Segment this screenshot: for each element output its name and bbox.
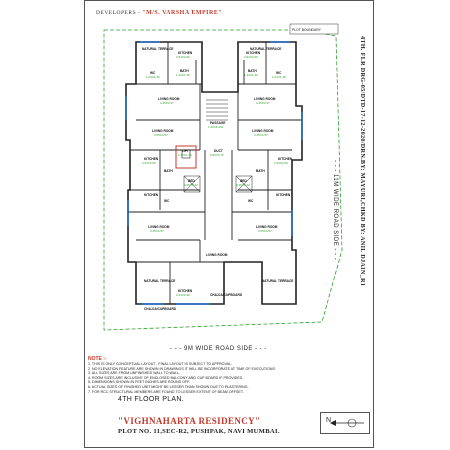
terrace-label-tr: NATURAL TERRACE: [250, 47, 281, 51]
passage-dim: 1.20X6.203: [208, 125, 224, 129]
living2-dim-tr: 3.25X4.57: [254, 133, 268, 137]
note-item: 4. ROOM SIZES ARE INCLUSIVE OF ENCLOSED …: [88, 375, 244, 380]
lift-label: LIFT: [182, 149, 189, 153]
wc-dim-tr: 1.04X1.30: [272, 75, 286, 79]
wc-label-tr: WC: [276, 71, 282, 75]
internal-walls: [128, 42, 302, 304]
notes-title: NOTE :-: [88, 356, 107, 362]
lift: [175, 145, 197, 169]
side-road-label: - - - 11M WIDE ROAD SIDE - - -: [332, 160, 338, 261]
lift-dim: 1.60X1.30: [178, 153, 192, 157]
note-item: 7. FOR RCC STRUCTURAL MEMBERS ARE FOUND …: [88, 389, 244, 394]
bed-dim-ml: 3.05X3.22: [184, 183, 198, 187]
notes-block: NOTE :- 1. THIS IS ONLY CONCEPTUAL LAYOU…: [88, 356, 352, 394]
floor-plan-label: 4TH FLOOR PLAN.: [118, 396, 184, 403]
chajja-label-bl: CHAJJA/CUPBOARD: [144, 307, 177, 311]
front-road-label: - - - 9M WIDE ROAD SIDE - - -: [170, 346, 267, 352]
living-dim-tr: 3.25X4.57: [256, 101, 270, 105]
note-item: 5. DIMENSIONS SHOWN IN FEET INCHES ARE R…: [88, 380, 190, 385]
living-label-bc: LIVING ROOM: [206, 253, 228, 257]
terrace-label-br: NATURAL TERRACE: [262, 279, 293, 283]
bath-label-tr: BATH: [248, 69, 257, 73]
developers-label: DEVELOPERS -: [96, 10, 141, 16]
north-arrow-box: [320, 412, 370, 434]
kitchen-label-bc: KITCHEN: [178, 289, 193, 293]
living2-dim-tl: 3.25X4.57: [154, 133, 168, 137]
staircase: [206, 99, 228, 121]
duct: [181, 149, 191, 159]
bath-label-tl: BATH: [180, 69, 189, 73]
developer-line: DEVELOPERS - "M/S. VARSHA EMPIRE": [96, 10, 222, 16]
plot-boundary-tag: [289, 23, 339, 35]
living-dim-tl: 3.25X4.57: [160, 101, 174, 105]
kitchen-label-mr2: KITCHEN: [276, 193, 291, 197]
terrace-label-tl: NATURAL TERRACE: [142, 47, 173, 51]
windows: [125, 41, 303, 305]
plot-boundary: [103, 29, 343, 331]
developer-name: "M/S. VARSHA EMPIRE": [142, 10, 223, 16]
bath-dim-tl: 1.24X1.30: [176, 73, 190, 77]
north-label: N: [326, 417, 332, 424]
drawing-reference: 4TH. FLR DRG-05/DTD-17-12-2020/DRN.BY: M…: [359, 36, 366, 287]
note-item: 1. THIS IS ONLY CONCEPTUAL LAYOUT , FINA…: [88, 362, 232, 366]
living-label-tl: LIVING ROOM: [158, 97, 180, 101]
ots-boxes: [183, 175, 253, 193]
wc-dim-tl: 1.04X1.30: [146, 75, 160, 79]
wc-label-ml: WC: [164, 199, 170, 203]
kitchen-dim-mr: 2.54X2.90: [274, 161, 288, 165]
living-label-tr: LIVING ROOM: [254, 97, 276, 101]
passage-label: PASSAGE: [210, 121, 225, 125]
living-label-br: LIVING ROOM: [256, 225, 278, 229]
kitchen-dim-tr: 2.54X2.90: [244, 55, 258, 59]
bed-dim-mr: 3.05X3.22: [236, 183, 250, 187]
living-dim-br: 3.25X4.57: [258, 229, 272, 233]
bath-dim-tr: 1.24X1.30: [244, 73, 258, 77]
note-item: 2. NO ELEVATION FEATURE ARE SHOWN IN DRA…: [88, 366, 276, 371]
kitchen-dim-bc: 2.54X2.90: [176, 293, 190, 297]
living2-label-tr: LIVING ROOM: [252, 129, 274, 133]
bed-label-ml: BED: [188, 179, 195, 183]
duct-label: DUCT: [214, 149, 223, 153]
notes-list: 1. THIS IS ONLY CONCEPTUAL LAYOUT , FINA…: [88, 362, 352, 394]
note-item: 6. ACTUAL SIZES OF FINISHED UNIT MIGHT B…: [88, 384, 249, 389]
kitchen-dim-ml: 2.54X2.90: [142, 161, 156, 165]
kitchen-label-mr: KITCHEN: [278, 157, 293, 161]
plot-address: PLOT NO. 11,SEC-R2, PUSHPAK, NAVI MUMBAI…: [118, 428, 280, 435]
wc-label-mr: WC: [248, 199, 254, 203]
building-outline: [125, 41, 303, 305]
living-label-bl: LIVING ROOM: [148, 225, 170, 229]
bath-label-mr: BATH: [256, 169, 265, 173]
kitchen-label-ml: KITCHEN: [144, 157, 159, 161]
drawing-frame: [84, 0, 374, 448]
living2-label-tl: LIVING ROOM: [152, 129, 174, 133]
kitchen-label-tr: KITCHEN: [246, 51, 261, 55]
plot-boundary-text: PLOT BOUNDARY: [292, 28, 322, 32]
terrace-label-bl: NATURAL TERRACE: [144, 279, 175, 283]
bed-label-mr: BED: [240, 179, 247, 183]
duct-dim: 0.50X0.75: [210, 153, 224, 157]
kitchen-label-ml2: KITCHEN: [144, 193, 159, 197]
note-item: 3. ALL SIZES ARE FROM UNFINISHED WALL TO…: [88, 371, 181, 376]
wc-label-tl: WC: [150, 71, 156, 75]
kitchen-label-tl: KITCHEN: [178, 51, 193, 55]
project-name: "VIGHNAHARTA RESIDENCY": [118, 416, 261, 426]
bath-label-ml: BATH: [164, 169, 173, 173]
chajja-label-bc: CHAJJA/CUPBOARD: [210, 293, 243, 297]
living-dim-bl: 3.25X4.57: [150, 229, 164, 233]
kitchen-dim-tl: 2.54X2.90: [176, 55, 190, 59]
